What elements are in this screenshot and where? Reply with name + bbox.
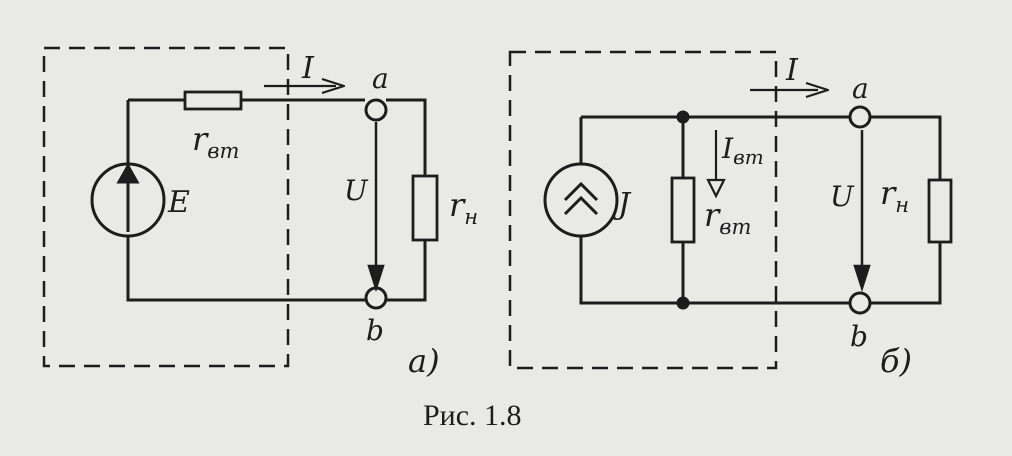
circuit-b-load-label: rн — [880, 174, 909, 217]
circuit-b-junction-top — [676, 110, 690, 124]
circuit-b-wire — [579, 115, 942, 305]
circuit-a-dashed-boundary — [42, 46, 290, 368]
circuit-b-voltage-arrow — [853, 130, 871, 293]
figure-caption: Рис. 1.8 — [423, 399, 522, 432]
circuit-b-load-resistor — [927, 178, 953, 244]
circuit-a-internal-resistor-label: rвт — [192, 120, 239, 163]
circuit-b-terminal-a — [848, 105, 872, 129]
circuit-b-internal-resistor — [670, 176, 696, 244]
circuit-b-voltage-label: U — [830, 180, 855, 213]
circuit-a-internal-resistor — [183, 90, 243, 111]
circuit-b-current-arrow — [750, 81, 830, 99]
circuit-a-load-resistor — [411, 174, 439, 242]
circuit-b-dashed-boundary — [508, 50, 778, 370]
circuit-a-voltage-label: U — [344, 174, 369, 207]
circuit-a-wire — [126, 98, 427, 302]
circuit-b-internal-current-label: Iвт — [721, 132, 764, 169]
circuit-b-labels: I a Iвт J rвт U rн b б) — [612, 53, 912, 380]
circuit-b-terminal-a-label: a — [852, 72, 869, 105]
circuit-b-internal-resistor-label: rвт — [704, 196, 751, 239]
circuit-a-terminal-a — [364, 98, 388, 122]
circuit-b-current-source — [543, 162, 619, 238]
circuit-a-load-label: rн — [449, 186, 478, 229]
circuit-a-current-label: I — [301, 51, 315, 86]
circuit-b — [508, 50, 953, 370]
circuit-a-terminal-b-label: b — [366, 314, 384, 347]
circuit-b-terminal-b — [848, 291, 872, 315]
circuit-a-voltage-arrow — [367, 122, 385, 293]
circuit-a-panel-label: а) — [408, 342, 440, 380]
circuit-a-source-label: E — [167, 185, 190, 220]
circuit-a-voltage-source — [90, 162, 166, 238]
circuit-b-terminal-b-label: b — [850, 320, 868, 353]
circuit-a — [42, 46, 439, 368]
circuit-a-current-arrow — [264, 77, 346, 95]
circuit-b-panel-label: б) — [880, 342, 912, 380]
circuit-a-terminal-a-label: a — [372, 62, 389, 95]
circuit-b-current-label: I — [785, 53, 799, 88]
circuit-a-labels: I a rвт E U rн b а) — [167, 51, 478, 380]
circuit-b-internal-current-arrow — [706, 130, 726, 199]
circuit-b-junction-bottom — [676, 296, 690, 310]
